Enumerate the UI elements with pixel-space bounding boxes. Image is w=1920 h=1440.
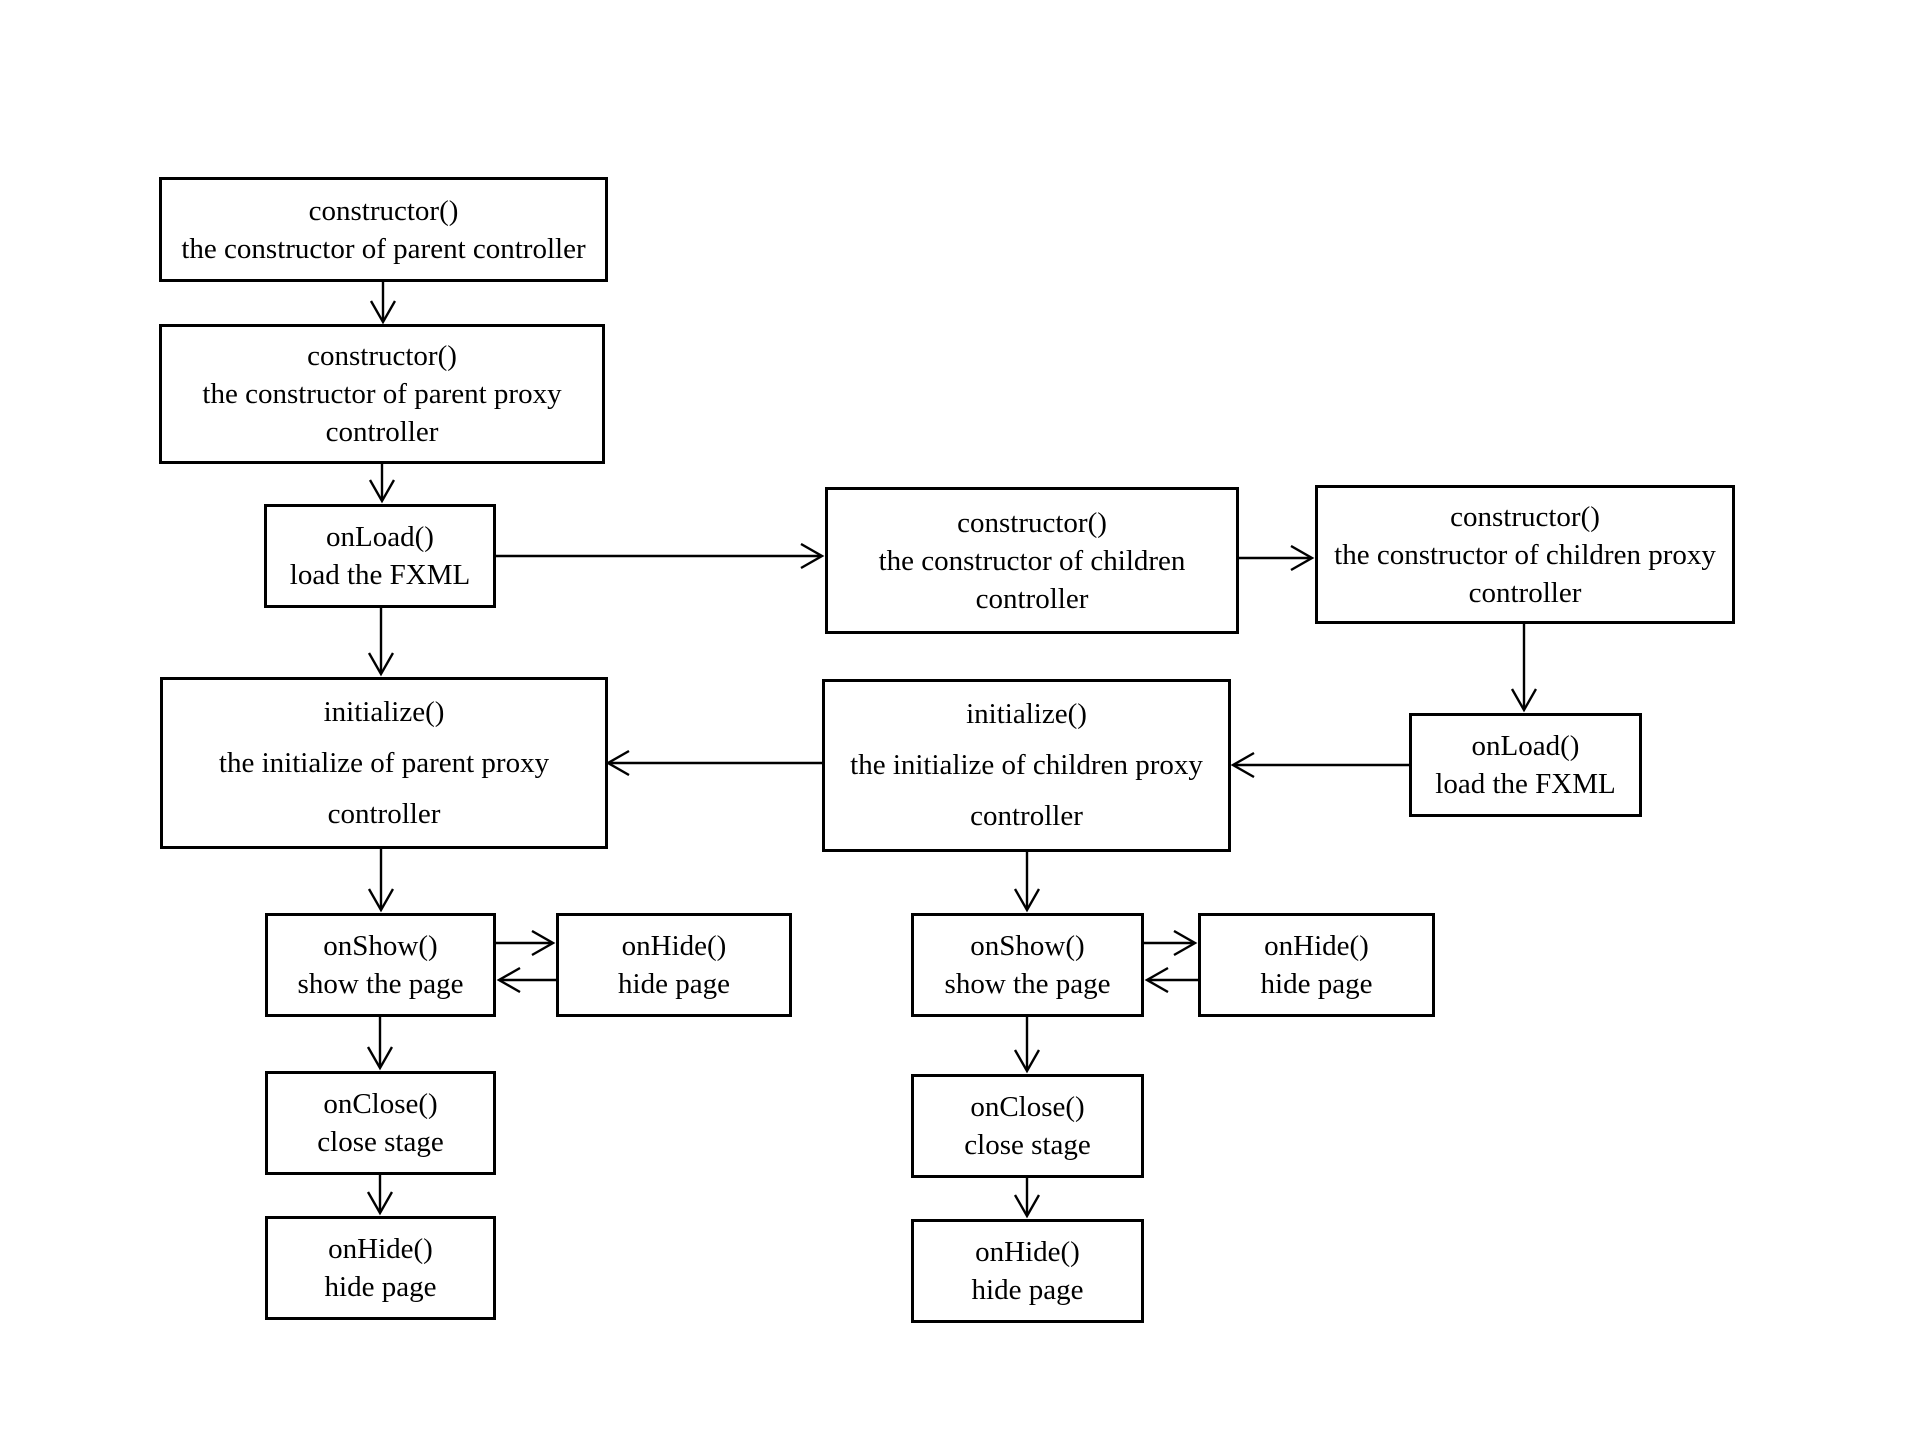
box-method-label: onLoad() (326, 521, 434, 553)
box-onshow-children: onShow() show the page (911, 913, 1144, 1017)
box-method-label: onShow() (970, 930, 1085, 962)
box-description-label: hide page (324, 1271, 437, 1303)
box-description-label: controller (327, 797, 441, 830)
box-onclose-children: onClose() close stage (911, 1074, 1144, 1178)
box-description-label: show the page (944, 968, 1111, 1000)
box-description-label: show the page (297, 968, 464, 1000)
box-method-label: onShow() (323, 930, 438, 962)
box-description-label: hide page (1260, 968, 1373, 1000)
box-description-label: close stage (964, 1129, 1091, 1161)
box-description-label: controller (975, 582, 1089, 615)
box-description-label: controller (970, 800, 1083, 832)
box-initialize-parent-proxy: initialize() the initialize of parent pr… (160, 677, 608, 849)
box-method-label: onClose() (323, 1088, 438, 1120)
box-constructor-parent-controller: constructor() the constructor of parent … (159, 177, 608, 282)
box-method-label: onClose() (970, 1091, 1085, 1123)
box-constructor-children-controller: constructor() the constructor of childre… (825, 487, 1239, 634)
box-method-label: constructor() (307, 340, 457, 372)
box-method-label: onHide() (328, 1233, 433, 1265)
box-description-label: the initialize of children proxy (850, 749, 1203, 781)
box-onhide-final-parent: onHide() hide page (265, 1216, 496, 1320)
box-method-label: onHide() (1264, 930, 1369, 962)
box-onhide-final-children: onHide() hide page (911, 1219, 1144, 1323)
box-description-label: close stage (317, 1126, 444, 1158)
box-onclose-parent: onClose() close stage (265, 1071, 496, 1175)
box-constructor-parent-proxy-controller: constructor() the constructor of parent … (159, 324, 605, 464)
box-method-label: onHide() (975, 1236, 1080, 1268)
box-description-label: the constructor of parent controller (181, 232, 586, 265)
box-method-label: constructor() (308, 194, 459, 227)
box-description-label: hide page (618, 968, 730, 1000)
box-description-label: load the FXML (289, 559, 471, 591)
box-description-label: controller (325, 416, 439, 448)
box-method-label: constructor() (1450, 500, 1600, 533)
box-description-label: hide page (971, 1274, 1084, 1306)
box-onload-children: onLoad() load the FXML (1409, 713, 1642, 817)
box-onhide-children: onHide() hide page (1198, 913, 1435, 1017)
box-constructor-children-proxy-controller: constructor() the constructor of childre… (1315, 485, 1735, 624)
box-method-label: constructor() (957, 506, 1107, 539)
box-method-label: initialize() (966, 698, 1087, 730)
box-description-label: the constructor of children (878, 544, 1186, 577)
box-description-label: the constructor of children proxy (1334, 538, 1716, 571)
box-onhide-parent: onHide() hide page (556, 913, 792, 1017)
box-onshow-parent: onShow() show the page (265, 913, 496, 1017)
box-initialize-children-proxy: initialize() the initialize of children … (822, 679, 1231, 852)
box-description-label: load the FXML (1435, 768, 1616, 800)
box-description-label: the initialize of parent proxy (218, 746, 550, 779)
box-method-label: onHide() (621, 930, 727, 962)
box-description-label: the constructor of parent proxy (202, 378, 562, 410)
box-description-label: controller (1468, 576, 1582, 609)
box-method-label: initialize() (323, 695, 445, 728)
box-onload-parent: onLoad() load the FXML (264, 504, 496, 608)
box-method-label: onLoad() (1471, 730, 1580, 762)
